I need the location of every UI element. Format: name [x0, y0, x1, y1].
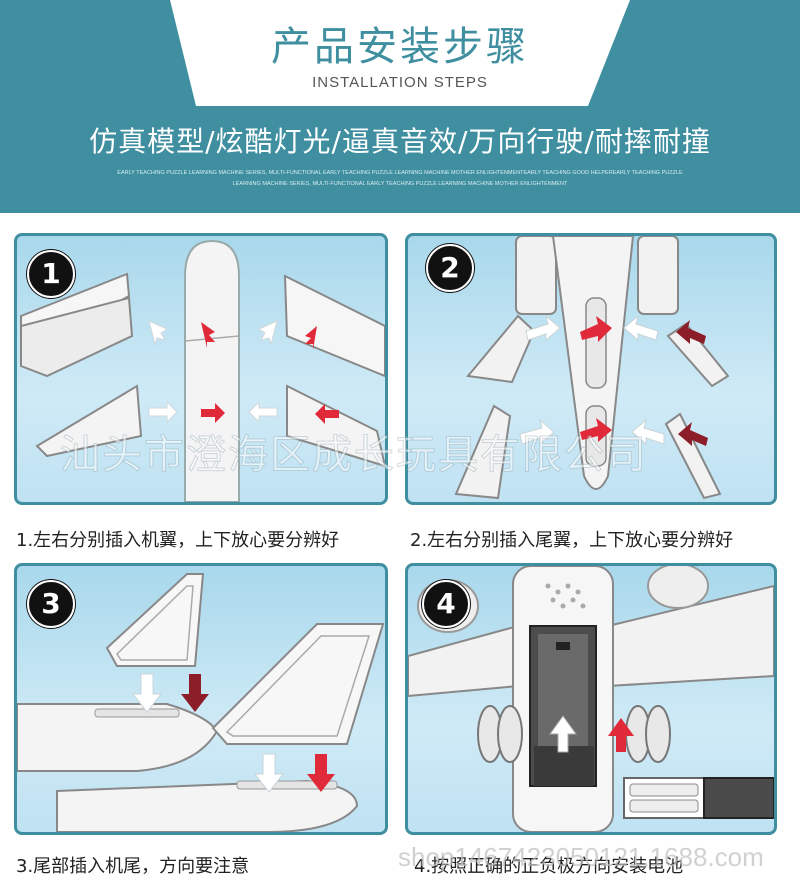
step-3-caption: 3.尾部插入机尾，方向要注意 [16, 856, 250, 877]
step-2-panel: 2 [405, 233, 777, 505]
step-3-panel: 3 [14, 563, 388, 835]
step-1-illustration [20, 239, 385, 502]
step-1-badge: 1 [27, 250, 75, 298]
step-2-badge: 2 [426, 244, 474, 292]
fine-print-line-2: LEARNING MACHINE SERIES, MULTI-FUNCTIONA… [232, 181, 568, 187]
step-4-badge: 4 [422, 580, 470, 628]
fine-print-line-1: EARLY TEACHING PUZZLE LEARNING MACHINE S… [117, 170, 683, 176]
page-subtitle: INSTALLATION STEPS [312, 74, 488, 91]
step-2-caption: 2.左右分别插入尾翼，上下放心要分辨好 [410, 530, 734, 551]
title-plate [170, 0, 630, 106]
step-4-illustration [408, 566, 774, 832]
step-3-badge: 3 [27, 580, 75, 628]
step-4-panel: 4 [405, 563, 777, 835]
step-2-illustration [454, 236, 730, 500]
step-3-illustration [17, 573, 385, 832]
feature-tagline: 仿真模型/炫酷灯光/逼真音效/万向行驶/耐摔耐撞 [89, 125, 711, 158]
company-watermark: 汕头市澄海区成长玩具有限公司 [60, 432, 648, 479]
header-band: 产品安装步骤 INSTALLATION STEPS 仿真模型/炫酷灯光/逼真音效… [0, 0, 800, 213]
step-1-caption: 1.左右分别插入机翼，上下放心要分辨好 [16, 530, 340, 551]
step-4-caption: 4.按照正确的正负极方向安装电池 [414, 856, 684, 877]
page-title: 产品安装步骤 [271, 24, 529, 70]
shop-watermark: shop1467423050121.1688.com [398, 842, 764, 872]
step-1-panel: 1 [14, 233, 388, 505]
